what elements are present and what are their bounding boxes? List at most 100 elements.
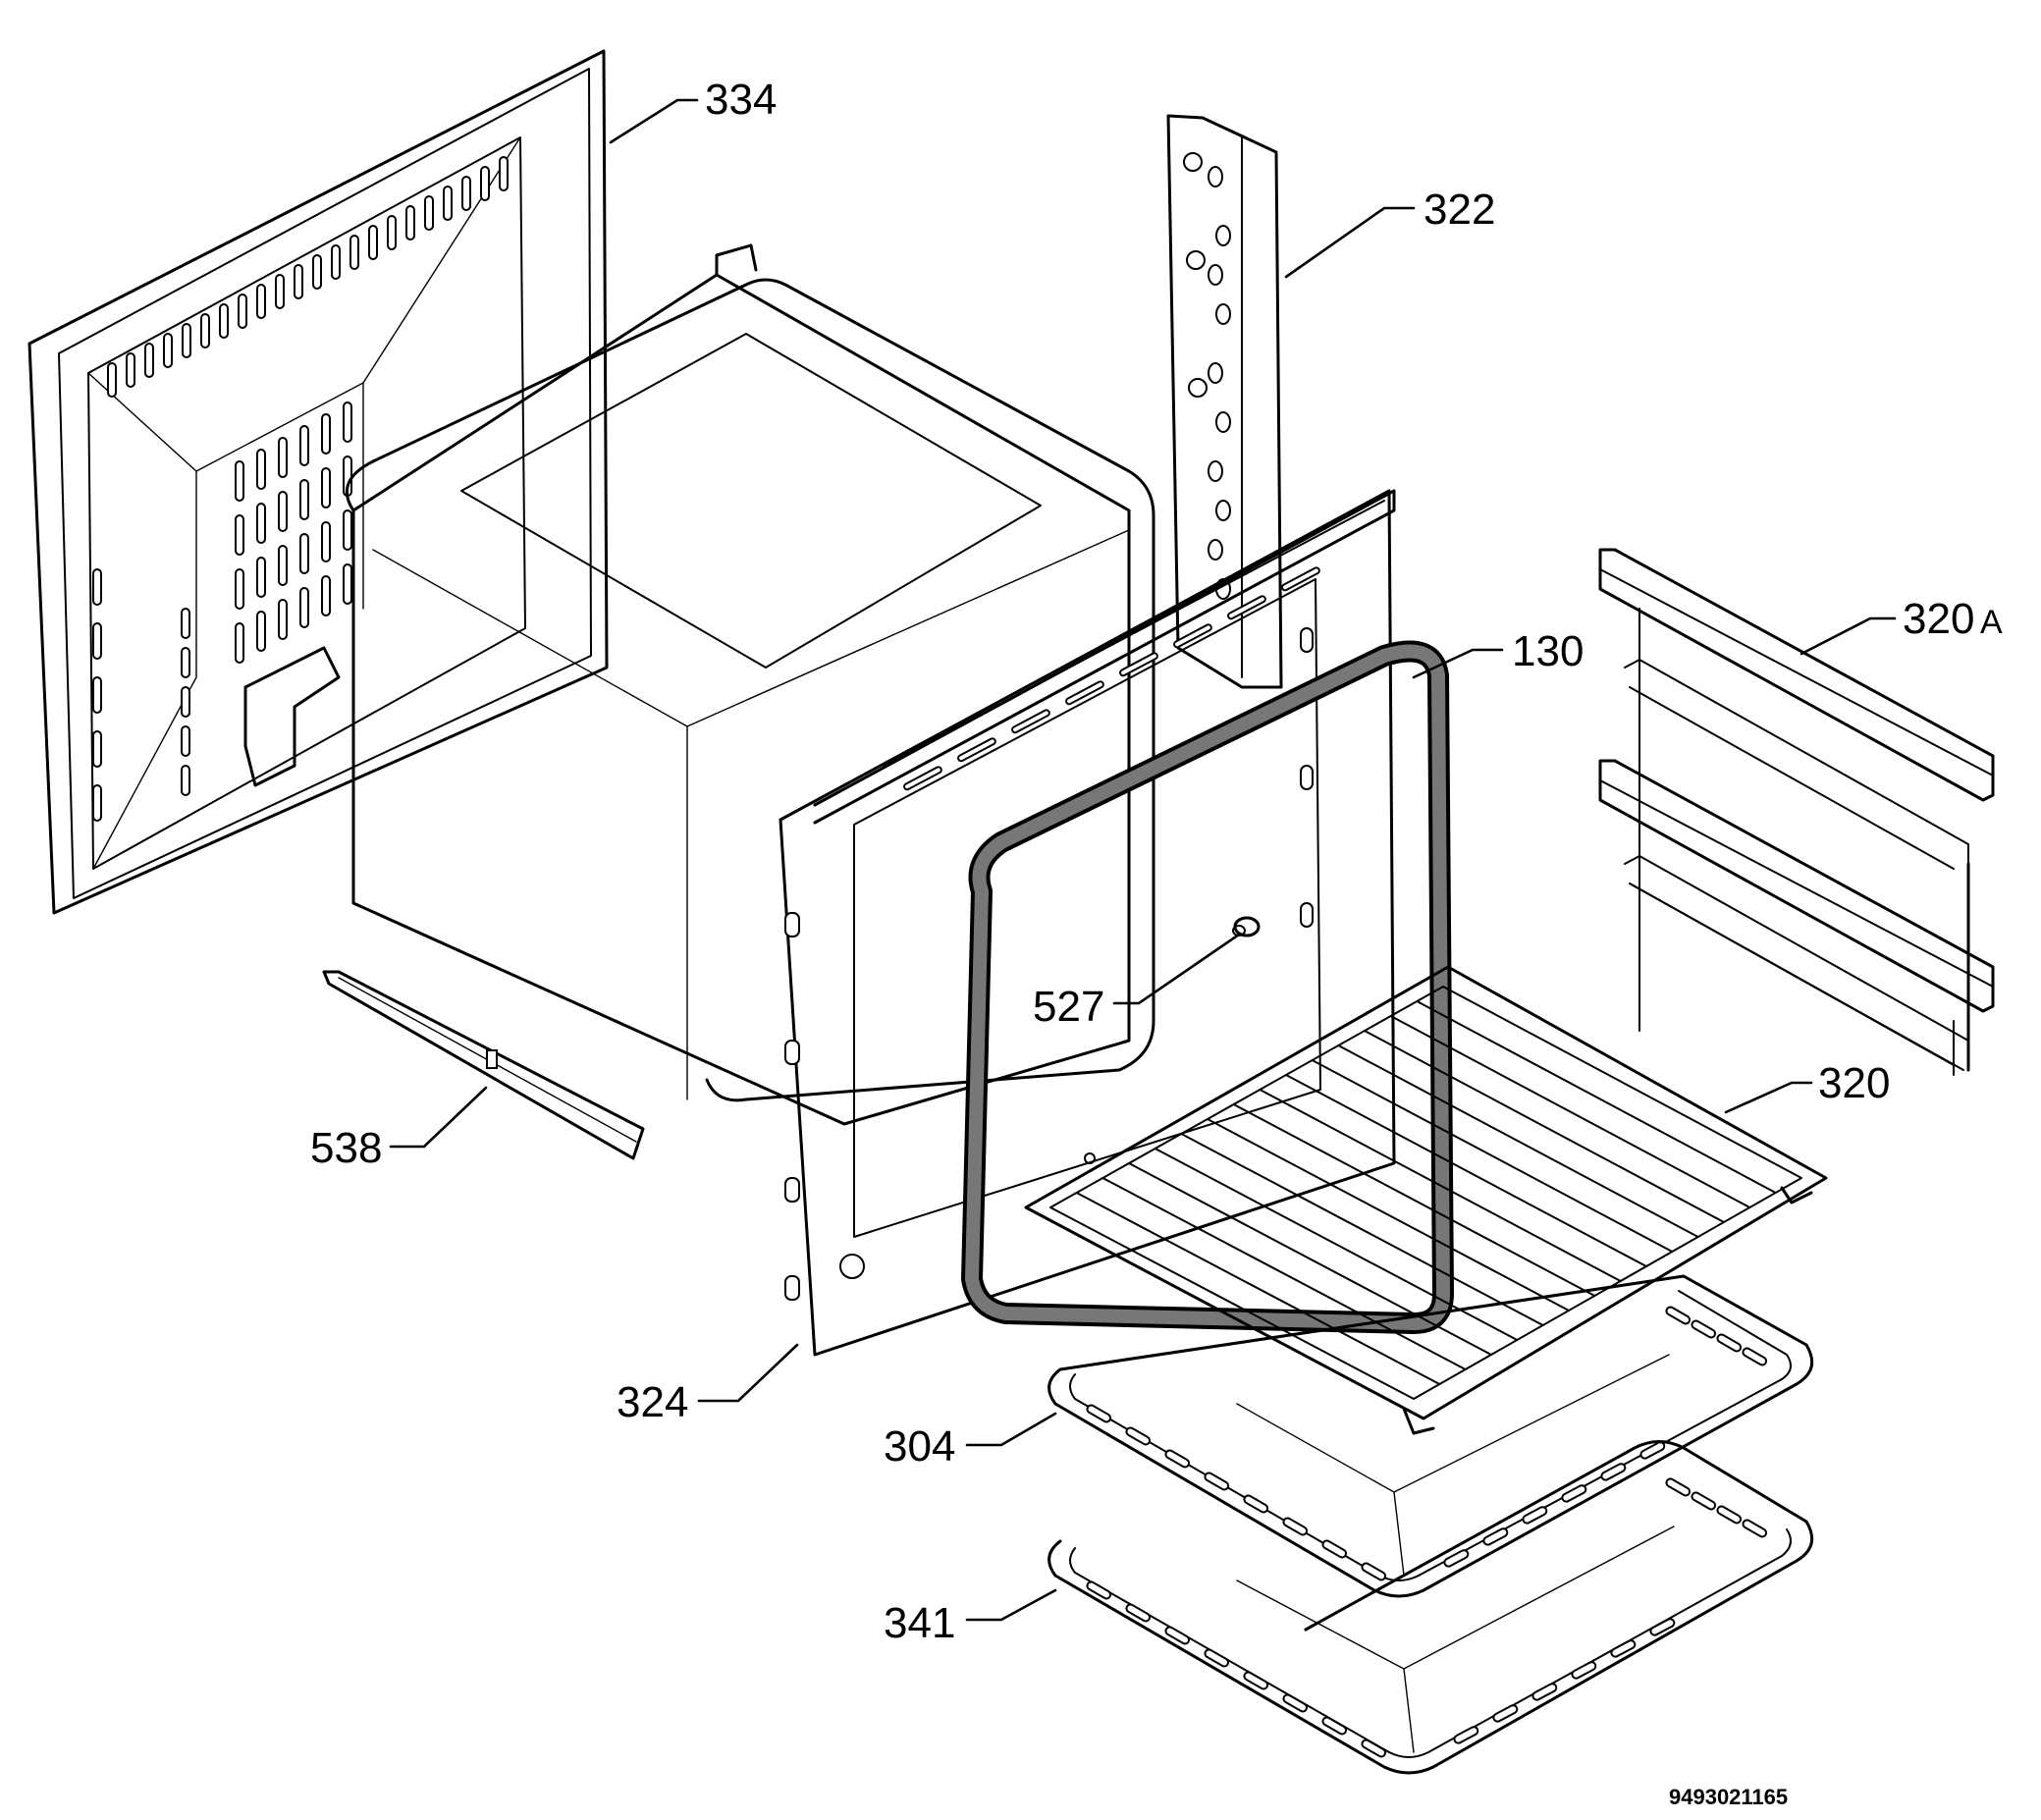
label-322: 322 bbox=[1423, 186, 1495, 234]
frame-slot bbox=[784, 1040, 800, 1065]
tray-slot bbox=[1742, 1519, 1768, 1538]
vent-slot bbox=[256, 503, 266, 544]
part-320-wire-shelf bbox=[1024, 965, 1828, 1435]
vent-slot bbox=[256, 284, 266, 319]
vent-slot bbox=[235, 622, 244, 664]
rail-hole bbox=[1183, 152, 1203, 172]
vent-slot bbox=[312, 254, 322, 290]
label-304: 304 bbox=[884, 1422, 955, 1471]
part-304-baking-tray bbox=[1047, 1274, 1814, 1598]
frame-slot bbox=[784, 912, 800, 937]
shelf-wire bbox=[1075, 1192, 1441, 1385]
tray-slot bbox=[1282, 1517, 1309, 1536]
shelf-wire bbox=[1101, 1177, 1467, 1370]
vent-slot bbox=[92, 784, 102, 822]
shelf-wire bbox=[1232, 1103, 1596, 1297]
vent-slot bbox=[92, 568, 102, 606]
frame-slot bbox=[1300, 765, 1314, 790]
shelf-wire bbox=[1416, 1000, 1777, 1194]
vent-slot bbox=[299, 425, 309, 466]
rail-hole bbox=[1215, 500, 1231, 521]
frame-slot bbox=[1300, 902, 1314, 928]
frame-slot bbox=[1065, 680, 1104, 706]
frame-slot bbox=[1300, 627, 1314, 653]
tray-slot bbox=[1742, 1347, 1768, 1366]
frame-slot bbox=[1173, 623, 1212, 649]
vent-slot bbox=[238, 294, 247, 329]
vent-slot bbox=[461, 176, 471, 211]
vent-slot bbox=[181, 765, 190, 796]
frame-slot bbox=[1281, 566, 1320, 592]
tray-slot bbox=[1321, 1716, 1348, 1736]
vent-slot bbox=[181, 608, 190, 639]
part-538-strip bbox=[322, 970, 645, 1160]
vent-slot bbox=[299, 533, 309, 574]
vent-slot bbox=[278, 599, 288, 640]
vent-slot bbox=[92, 676, 102, 714]
vent-slot bbox=[321, 467, 331, 509]
tray-slot bbox=[1600, 1463, 1627, 1481]
frame-slot bbox=[1119, 652, 1158, 677]
tray-slot bbox=[1204, 1472, 1230, 1491]
leader-lines bbox=[389, 98, 1897, 1622]
vent-slot bbox=[92, 622, 102, 660]
vent-slot bbox=[200, 313, 210, 348]
tray-slot bbox=[1164, 1449, 1191, 1469]
part-320a-rack-supports bbox=[1598, 548, 1995, 1076]
shelf-wire bbox=[1154, 1148, 1519, 1341]
shelf-wire bbox=[1259, 1089, 1622, 1282]
part-527-knob bbox=[1232, 916, 1261, 937]
vent-slot bbox=[299, 479, 309, 520]
vent-slot bbox=[321, 575, 331, 616]
part-130-gasket bbox=[961, 640, 1454, 1334]
tray-slot bbox=[1125, 1603, 1152, 1623]
shelf-wire bbox=[1389, 1015, 1751, 1208]
label-320a: 320 bbox=[1903, 595, 1974, 643]
shelf-wire bbox=[1285, 1074, 1647, 1267]
shelf-wire bbox=[1337, 1044, 1699, 1238]
shelf-wire bbox=[1207, 1118, 1570, 1311]
rail-hole bbox=[1215, 303, 1231, 325]
vent-slot bbox=[299, 587, 309, 628]
tray-slot bbox=[1691, 1491, 1717, 1511]
vent-slot bbox=[278, 545, 288, 586]
part-334-rear-panel bbox=[27, 49, 609, 915]
vent-slot bbox=[92, 730, 102, 768]
vent-slot bbox=[182, 323, 191, 358]
frame-slot bbox=[1227, 595, 1266, 620]
vent-slot bbox=[349, 235, 359, 270]
shelf-wire bbox=[1128, 1162, 1492, 1356]
vent-slot bbox=[235, 568, 244, 610]
vent-slot bbox=[405, 205, 415, 241]
label-334: 334 bbox=[705, 76, 777, 124]
vent-slot bbox=[387, 215, 397, 250]
frame-slot bbox=[784, 1275, 800, 1301]
tray-slot bbox=[1571, 1661, 1597, 1680]
shelf-wire bbox=[1180, 1133, 1544, 1326]
vent-slot bbox=[343, 509, 352, 551]
vent-slot bbox=[181, 725, 190, 757]
tray-slot bbox=[1321, 1539, 1348, 1559]
frame-slot bbox=[1011, 709, 1050, 734]
label-341: 341 bbox=[884, 1599, 955, 1647]
tray-slot bbox=[1561, 1484, 1587, 1503]
tray-slot bbox=[1361, 1739, 1387, 1758]
vent-slot bbox=[424, 195, 434, 231]
tray-slot bbox=[1086, 1404, 1112, 1423]
rail-hole bbox=[1208, 264, 1223, 286]
tray-slot bbox=[1610, 1639, 1637, 1658]
vent-slot bbox=[256, 557, 266, 598]
tray-slot bbox=[1243, 1671, 1269, 1690]
label-324: 324 bbox=[617, 1378, 688, 1426]
tray-slot bbox=[1204, 1648, 1230, 1668]
rail-hole bbox=[1215, 411, 1231, 433]
tray-slot bbox=[1125, 1426, 1152, 1446]
tray-slot bbox=[1639, 1441, 1666, 1460]
oven-cavity bbox=[243, 243, 1155, 1126]
tray-slot bbox=[1665, 1306, 1692, 1325]
tray-slot bbox=[1716, 1505, 1743, 1525]
rail-hole bbox=[1188, 378, 1208, 398]
tray-slot bbox=[1492, 1704, 1519, 1723]
tray-slot bbox=[1716, 1333, 1743, 1353]
